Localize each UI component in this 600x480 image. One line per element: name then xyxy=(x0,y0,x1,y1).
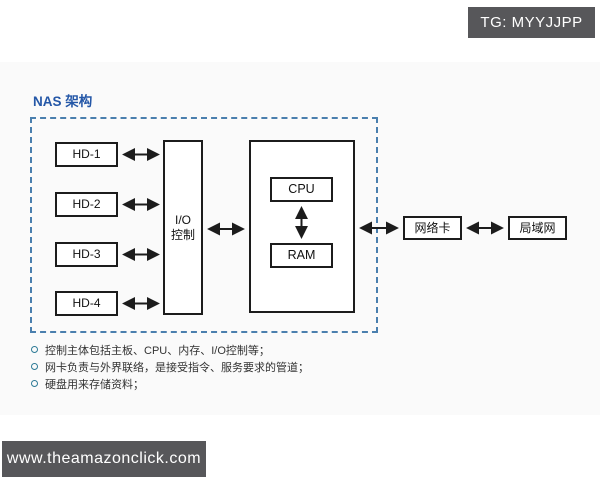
node-hd1-label: HD-1 xyxy=(72,147,101,161)
telegram-watermark-text: TG: MYYJJPP xyxy=(480,14,583,31)
list-item: 控制主体包括主板、CPU、内存、I/O控制等； xyxy=(31,341,571,358)
node-io-label-line2: 控制 xyxy=(170,227,195,242)
node-hd4-label: HD-4 xyxy=(72,296,101,310)
website-watermark-text: www.theamazonclick.com xyxy=(6,450,202,467)
list-item: 硬盘用来存储资料； xyxy=(31,375,571,392)
circle-bullet-icon xyxy=(31,363,38,370)
node-cpu: CPU xyxy=(270,177,333,202)
node-lan: 局域网 xyxy=(508,216,567,240)
list-item: 网卡负责与外界联络，是接受指令、服务要求的管道； xyxy=(31,358,571,375)
node-io-label-line1: I/O xyxy=(174,212,191,227)
node-hd1: HD-1 xyxy=(55,142,118,167)
node-hd4: HD-4 xyxy=(55,291,118,316)
note-text: 硬盘用来存储资料； xyxy=(45,378,144,391)
node-network-card: 网络卡 xyxy=(403,216,462,240)
node-ram-label: RAM xyxy=(287,247,316,262)
node-hd2-label: HD-2 xyxy=(72,197,101,211)
website-watermark-badge: www.theamazonclick.com xyxy=(2,441,206,477)
note-text: 控制主体包括主板、CPU、内存、I/O控制等； xyxy=(45,344,270,357)
node-ram: RAM xyxy=(270,243,333,268)
circle-bullet-icon xyxy=(31,346,38,353)
node-network-card-label: 网络卡 xyxy=(414,220,451,235)
circle-bullet-icon xyxy=(31,380,38,387)
node-io-controller: I/O 控制 xyxy=(163,140,203,315)
node-lan-label: 局域网 xyxy=(519,220,556,235)
note-text: 网卡负责与外界联络，是接受指令、服务要求的管道； xyxy=(45,361,309,374)
node-hd3: HD-3 xyxy=(55,242,118,267)
node-hd2: HD-2 xyxy=(55,192,118,217)
node-cpu-label: CPU xyxy=(288,181,315,196)
telegram-watermark-badge: TG: MYYJJPP xyxy=(468,7,595,38)
notes-list: 控制主体包括主板、CPU、内存、I/O控制等； 网卡负责与外界联络，是接受指令、… xyxy=(31,341,571,392)
node-hd3-label: HD-3 xyxy=(72,247,101,261)
page-title: NAS 架构 xyxy=(33,94,93,109)
node-mainboard xyxy=(249,140,355,313)
